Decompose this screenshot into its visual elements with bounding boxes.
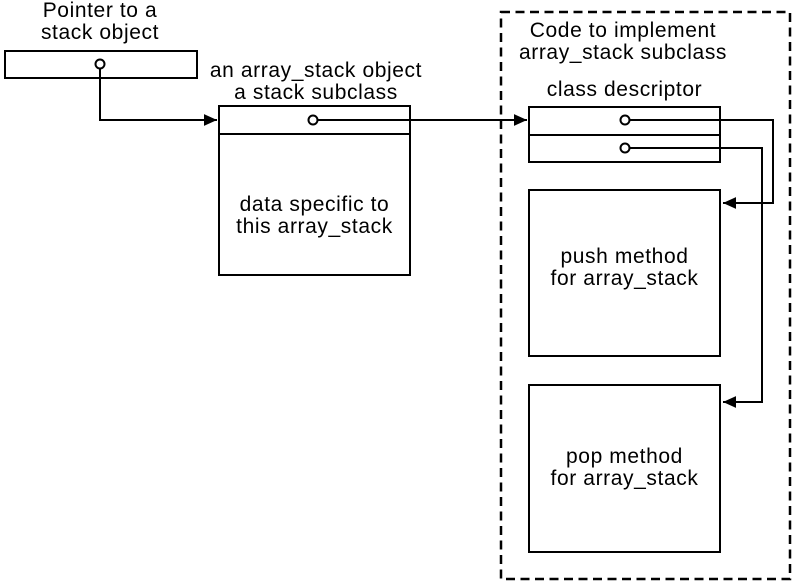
class-descriptor-pop-slot-dot: [619, 142, 631, 154]
class-descriptor-push-slot-cell: [530, 108, 719, 136]
pop-method-line2: for array_stack: [550, 467, 699, 490]
class-descriptor-pop-slot-cell: [530, 136, 719, 161]
push-method-box: [528, 189, 721, 357]
object-body-line1: data specific to: [239, 193, 390, 216]
class-descriptor-to-pop-arrow: [629, 147, 763, 408]
object-class-slot-dot: [307, 114, 319, 126]
push-method-line1: push method: [560, 245, 689, 268]
pointer-origin-dot: [94, 58, 106, 70]
class-descriptor-label-line: class descriptor: [546, 78, 703, 101]
object-body-line2: this array_stack: [236, 215, 393, 238]
code-region-dashed-border: [499, 10, 792, 581]
object-label-line1: an array_stack object: [209, 59, 423, 82]
object-label-line2: a stack subclass: [234, 81, 398, 104]
object-label: an array_stack object a stack subclass: [196, 60, 436, 104]
pointer-to-object-arrow: [99, 68, 217, 126]
push-method-label: push method for array_stack: [528, 246, 721, 290]
object-box: [218, 105, 411, 276]
object-body-label: data specific to this array_stack: [218, 194, 411, 238]
pointer-label: Pointer to a stack object: [10, 0, 190, 44]
code-region-label-line1: Code to implement: [529, 19, 717, 42]
code-region-label: Code to implement array_stack subclass: [510, 20, 736, 64]
class-descriptor-push-slot-dot: [619, 114, 631, 126]
class-descriptor-label: class descriptor: [528, 79, 721, 101]
object-class-pointer-cell: [220, 107, 409, 135]
class-descriptor-box: [528, 106, 721, 163]
class-descriptor-to-push-arrow: [629, 119, 774, 209]
pop-method-line1: pop method: [566, 445, 683, 468]
push-method-line2: for array_stack: [550, 267, 699, 290]
code-region-label-line2: array_stack subclass: [518, 41, 728, 64]
pointer-box: [4, 50, 198, 79]
pointer-label-line2: stack object: [40, 21, 160, 44]
pop-method-box: [528, 384, 721, 553]
pointer-label-line1: Pointer to a: [42, 0, 158, 22]
pop-method-label: pop method for array_stack: [528, 446, 721, 490]
